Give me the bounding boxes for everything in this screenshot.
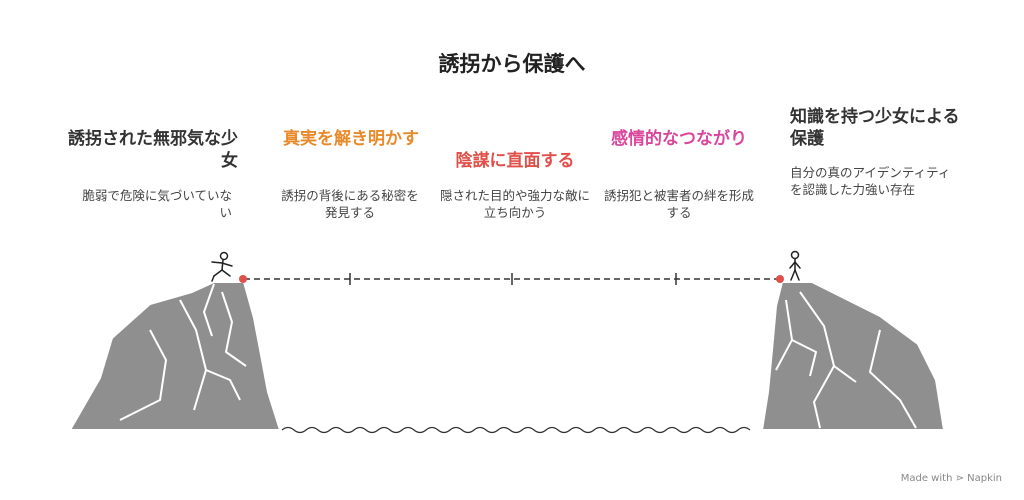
stage-1-title: 誘拐された無邪気な少女 [68,129,238,171]
stage-5-title: 知識を持つ少女による保護 [790,107,960,149]
stage-3-title: 陰謀に直面する [455,151,575,171]
standing-figure-icon [789,250,801,281]
stage-2-desc: 誘拐の背後にある秘密を発見する [281,188,419,220]
runner-figure-icon [211,251,233,282]
stage-3-desc: 隠された目的や強力な敵に立ち向かう [440,188,591,220]
stage-1-desc: 脆弱で危険に気づいていない [82,188,232,220]
right-cliff [761,281,945,431]
stage-5-desc: 自分の真のアイデンティティを認識した力強い存在 [790,165,951,197]
diagram-title: 誘拐から保護へ [438,52,586,76]
water-waves [281,426,751,434]
stage-4-desc: 誘拐犯と被害者の絆を形成する [604,188,755,220]
start-marker [239,275,247,283]
stage-4-title: 感情的なつながり [611,129,747,149]
end-marker [776,275,784,283]
napkin-credit: Made with ⋗ Napkin [900,473,1002,484]
left-cliff [69,281,281,431]
stage-2-title: 真実を解き明かす [283,129,419,149]
